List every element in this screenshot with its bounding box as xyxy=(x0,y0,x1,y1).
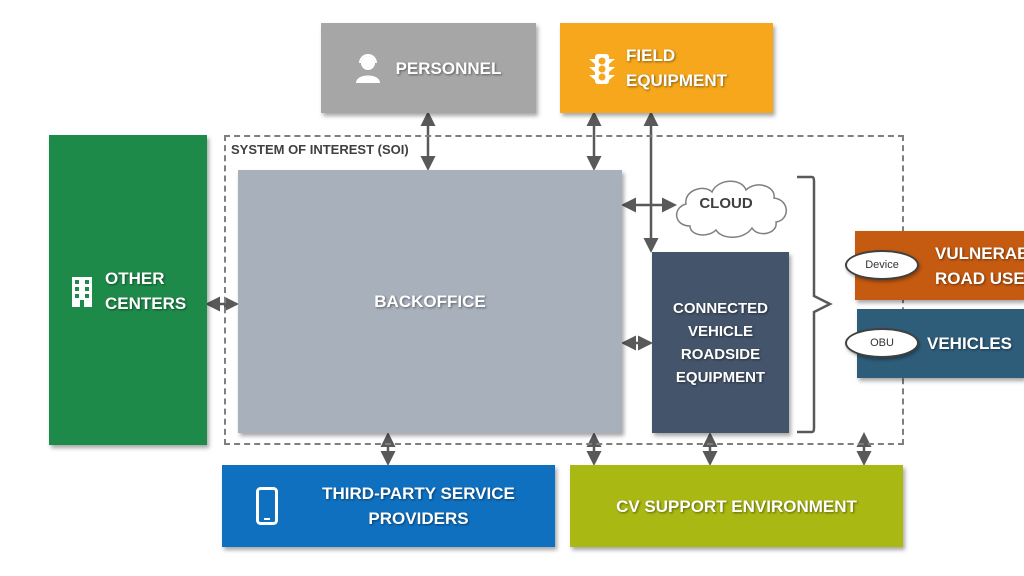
vru-label-line1: VULNERABLE xyxy=(935,244,1024,263)
building-icon xyxy=(72,277,92,307)
cv-support-environment-box: CV SUPPORT ENVIRONMENT xyxy=(570,465,903,547)
other-centers-label-line1: OTHER xyxy=(105,269,165,288)
field-equipment-box: FIELD EQUIPMENT xyxy=(560,23,773,113)
field-equipment-label-line1: FIELD xyxy=(626,46,676,65)
device-tag: Device xyxy=(845,250,919,280)
backoffice-label: BACKOFFICE xyxy=(374,292,486,311)
obu-tag: OBU xyxy=(845,328,919,358)
bracket xyxy=(797,175,833,434)
other-centers-box: OTHER CENTERS xyxy=(49,135,207,445)
cloud-icon xyxy=(676,180,787,238)
vru-label-line2: ROAD USERS xyxy=(935,269,1024,288)
cv-support-label: CV SUPPORT ENVIRONMENT xyxy=(616,496,857,516)
cvre-label-line2: VEHICLE xyxy=(687,322,753,340)
cloud-label: CLOUD xyxy=(699,195,753,212)
third-party-label-line1: THIRD-PARTY SERVICE xyxy=(322,484,515,503)
cvre-label-line3: ROADSIDE xyxy=(680,345,761,363)
cvre-label-line4: EQUIPMENT xyxy=(675,368,766,386)
backoffice-box: BACKOFFICE xyxy=(238,170,622,433)
personnel-label: PERSONNEL xyxy=(395,58,502,78)
connected-vehicle-roadside-equipment-box: CONNECTED VEHICLE ROADSIDE EQUIPMENT xyxy=(652,252,789,433)
soi-label: SYSTEM OF INTEREST (SOI) xyxy=(231,142,409,157)
third-party-service-providers-box: THIRD-PARTY SERVICE PROVIDERS xyxy=(222,465,555,547)
cvre-label-line1: CONNECTED xyxy=(672,299,768,317)
traffic-light-icon xyxy=(589,54,615,84)
person-headset-icon xyxy=(356,54,380,83)
vehicles-label: VEHICLES xyxy=(927,334,1013,353)
third-party-label-line2: PROVIDERS xyxy=(368,509,469,528)
field-equipment-label-line2: EQUIPMENT xyxy=(626,71,728,90)
other-centers-label-line2: CENTERS xyxy=(105,294,187,313)
personnel-box: PERSONNEL xyxy=(321,23,536,113)
smartphone-icon xyxy=(256,487,278,525)
